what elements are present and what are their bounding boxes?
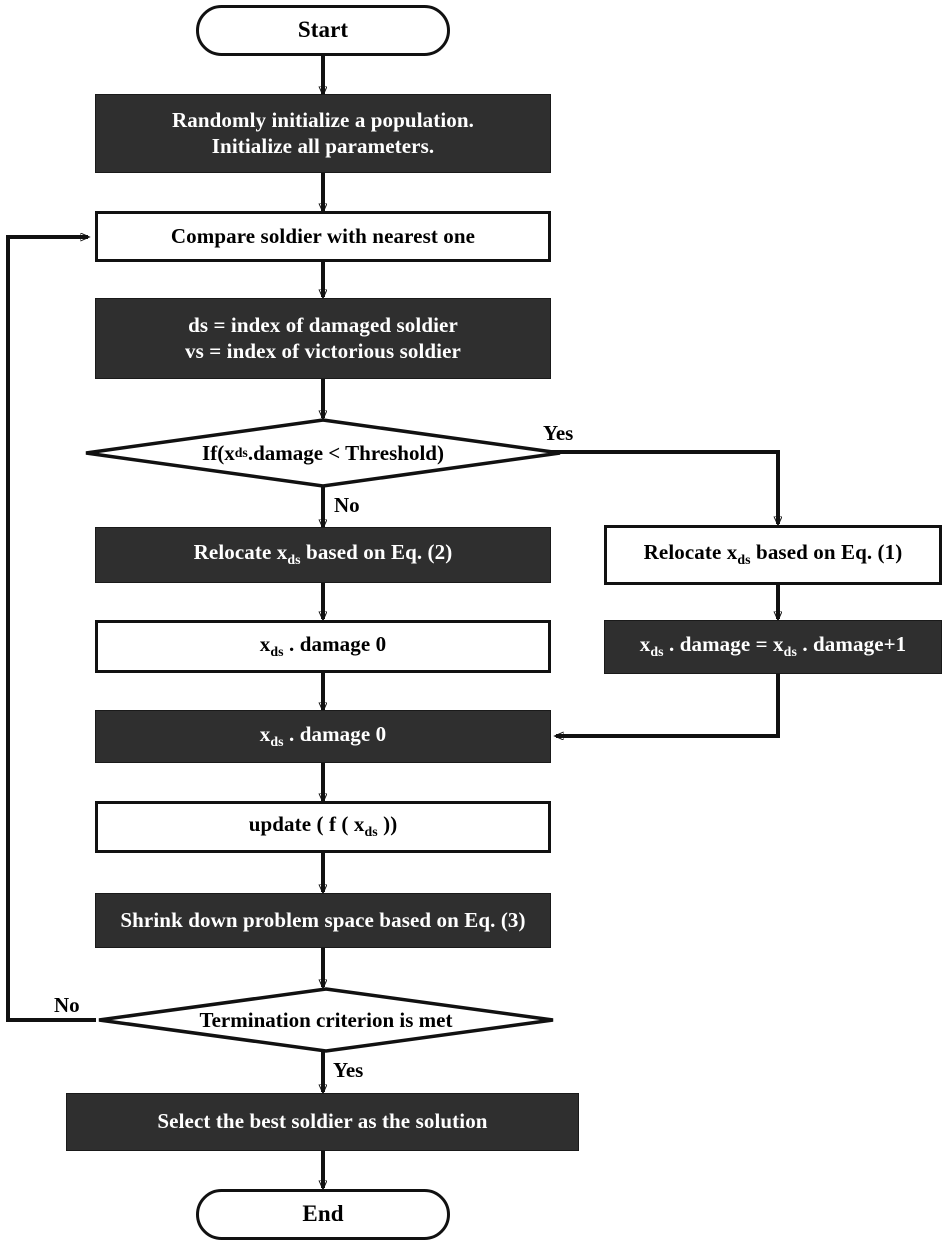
node-shrink-problem-space[interactable]: Shrink down problem space based on Eq. (…	[95, 893, 551, 948]
node-damage-zero-dark-label: xds . damage 0	[252, 722, 395, 751]
node-soldier-indices[interactable]: ds = index of damaged soldier vs = index…	[95, 298, 551, 379]
damage-zero-dark-sub: ds	[270, 734, 284, 750]
damage-zero-white-post: . damage 0	[283, 631, 387, 656]
edge-decision-yes-to-relocate1	[550, 450, 778, 524]
damage-increment-pre: x	[639, 632, 651, 657]
node-damage-zero-white[interactable]: xds . damage 0	[95, 620, 551, 673]
node-damage-zero-dark[interactable]: xds . damage 0	[95, 710, 551, 763]
node-damage-zero-white-label: xds . damage 0	[252, 632, 395, 661]
node-select-best-soldier[interactable]: Select the best soldier as the solution	[66, 1093, 579, 1151]
relocate-eq1-post: based on Eq. (1)	[750, 540, 903, 565]
damage-zero-dark-post: . damage 0	[283, 721, 387, 746]
damage-zero-white-sub: ds	[270, 644, 284, 660]
node-start-label: Start	[297, 17, 349, 43]
damage-increment-sub: ds	[650, 644, 664, 660]
node-initialize-population-label: Randomly initialize a population. Initia…	[171, 107, 475, 158]
node-decision-termination-label: Termination criterion is met	[199, 1007, 453, 1032]
relocate-eq2-pre: Relocate x	[193, 540, 288, 565]
node-damage-increment[interactable]: xds . damage = xds . damage+1	[604, 620, 942, 674]
node-soldier-indices-label: ds = index of damaged soldier vs = index…	[185, 312, 461, 363]
decision-threshold-text-post: .damage < Threshold)	[247, 440, 444, 465]
edge-label-termination-yes: Yes	[333, 1058, 364, 1082]
damage-zero-dark-pre: x	[259, 721, 271, 746]
decision-threshold-text-sub: ds	[234, 445, 248, 460]
update-fitness-pre: update ( f ( x	[248, 812, 365, 837]
decision-termination-shape	[98, 987, 554, 1053]
edge-label-threshold-yes: Yes	[543, 421, 574, 445]
edge-label-threshold-no: No	[334, 493, 360, 517]
damage-increment-sub2: ds	[783, 644, 797, 660]
node-compare-soldier-label: Compare soldier with nearest one	[170, 223, 476, 248]
node-end-label: End	[302, 1201, 344, 1227]
damage-increment-mid: . damage = x	[663, 632, 784, 657]
relocate-eq2-sub: ds	[287, 552, 301, 568]
node-relocate-eq1-label: Relocate xds based on Eq. (1)	[636, 540, 911, 569]
node-damage-increment-label: xds . damage = xds . damage+1	[632, 632, 915, 661]
node-relocate-eq2[interactable]: Relocate xds based on Eq. (2)	[95, 527, 551, 583]
node-update-fitness[interactable]: update ( f ( xds ))	[95, 801, 551, 853]
node-relocate-eq1[interactable]: Relocate xds based on Eq. (1)	[604, 525, 942, 585]
update-fitness-sub: ds	[364, 824, 378, 840]
node-shrink-problem-space-label: Shrink down problem space based on Eq. (…	[120, 907, 526, 932]
damage-increment-post: . damage+1	[796, 632, 907, 657]
node-decision-termination[interactable]: Termination criterion is met	[96, 987, 556, 1053]
edge-label-termination-no: No	[54, 993, 80, 1017]
node-compare-soldier[interactable]: Compare soldier with nearest one	[95, 211, 551, 262]
decision-threshold-text-pre: If(x	[202, 440, 235, 465]
relocate-eq2-post: based on Eq. (2)	[300, 540, 453, 565]
node-initialize-population[interactable]: Randomly initialize a population. Initia…	[95, 94, 551, 173]
edge-damage-increment-to-damage-zero-dark	[556, 674, 780, 736]
decision-threshold-shape	[85, 418, 561, 488]
node-select-best-soldier-label: Select the best soldier as the solution	[157, 1109, 488, 1134]
update-fitness-post: ))	[377, 812, 398, 837]
node-update-fitness-label: update ( f ( xds ))	[241, 812, 406, 841]
edge-termination-no-feedback-loop	[6, 237, 96, 1022]
damage-zero-white-pre: x	[259, 631, 271, 656]
relocate-eq1-sub: ds	[737, 552, 751, 568]
relocate-eq1-pre: Relocate x	[643, 540, 738, 565]
node-relocate-eq2-label: Relocate xds based on Eq. (2)	[186, 540, 461, 569]
node-start[interactable]: Start	[196, 5, 450, 56]
node-end[interactable]: End	[196, 1189, 450, 1240]
